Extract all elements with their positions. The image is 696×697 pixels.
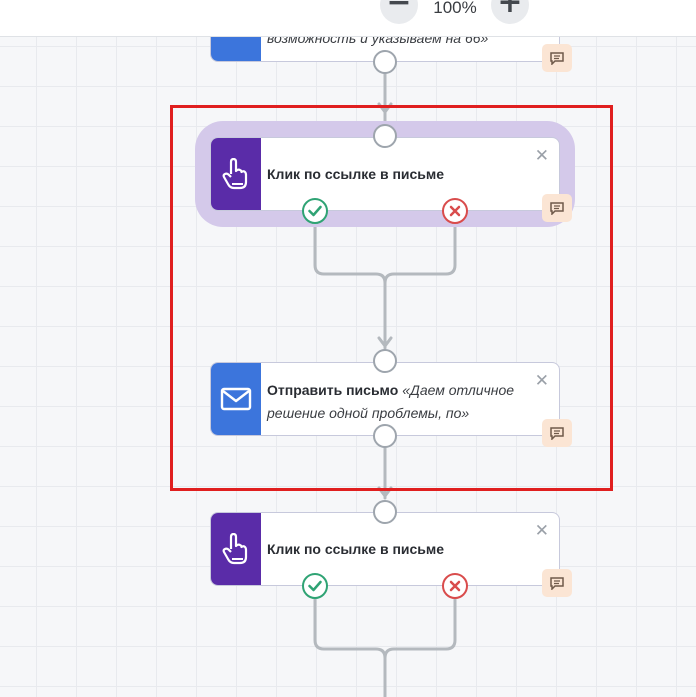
zoom-in-button[interactable]: +	[491, 0, 529, 24]
input-port[interactable]	[373, 349, 397, 373]
link-click-node[interactable]: Клик по ссылке в письме ✕	[210, 137, 560, 211]
close-icon[interactable]: ✕	[534, 521, 549, 541]
node-title: Клик по ссылке в письме	[267, 166, 445, 182]
cross-icon[interactable]	[442, 573, 468, 599]
input-port[interactable]	[373, 500, 397, 524]
check-icon[interactable]	[302, 198, 328, 224]
send-email-node[interactable]: Отправить письмо «Даем отличное решение …	[210, 362, 560, 436]
zoom-level: 100%	[433, 0, 477, 17]
comment-icon[interactable]	[542, 194, 572, 222]
cross-icon[interactable]	[442, 198, 468, 224]
link-click-node[interactable]: Клик по ссылке в письме ✕	[210, 512, 560, 586]
node-title: Отправить письмо «Даем отличное решение …	[267, 379, 537, 425]
comment-icon[interactable]	[542, 44, 572, 72]
close-icon[interactable]: ✕	[534, 146, 549, 166]
comment-icon[interactable]	[542, 569, 572, 597]
node-title: Клик по ссылке в письме	[267, 541, 445, 557]
close-icon[interactable]: ✕	[534, 371, 549, 391]
check-icon[interactable]	[302, 573, 328, 599]
highlight-frame	[170, 105, 613, 491]
hand-pointer-icon	[211, 513, 261, 585]
zoom-out-button[interactable]: −	[380, 0, 418, 24]
input-port[interactable]	[373, 124, 397, 148]
mail-icon	[211, 363, 261, 435]
output-port[interactable]	[373, 424, 397, 448]
hand-pointer-icon	[211, 138, 261, 210]
node-title-bold: Отправить письмо	[267, 382, 399, 398]
output-port[interactable]	[373, 50, 397, 74]
node-subtitle: «Даем отличное решение одной проблемы, п…	[267, 382, 515, 421]
comment-icon[interactable]	[542, 419, 572, 447]
canvas-toolbar: − 100% +	[0, 0, 696, 37]
